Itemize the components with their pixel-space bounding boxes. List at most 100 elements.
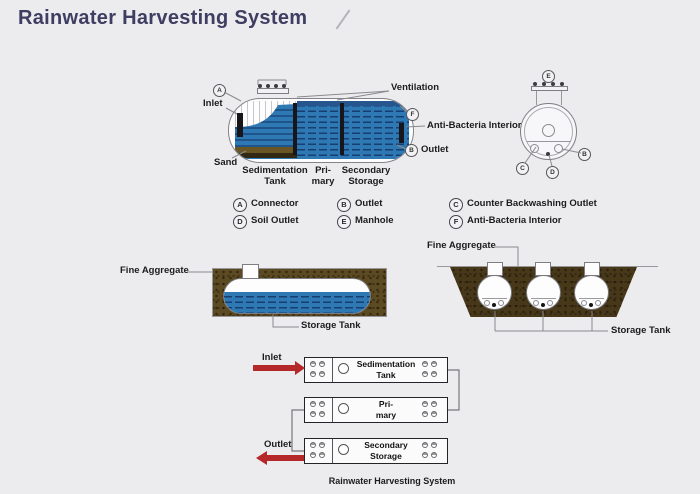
- legend-key: D: [233, 215, 247, 229]
- marker-outlet: B: [405, 144, 418, 157]
- marker-soil-outlet: D: [546, 166, 559, 179]
- title-slash-icon: [335, 9, 351, 30]
- sphere-tank: [526, 275, 561, 310]
- secondary-storage-label: Secondary Storage: [341, 165, 391, 187]
- buried-storage-tank: [223, 278, 371, 314]
- legend-key: F: [449, 215, 463, 229]
- legend-label: Counter Backwashing Outlet: [467, 198, 597, 209]
- fitting-icon: [310, 452, 316, 458]
- bolt-icon: [258, 84, 262, 88]
- sphere-neck: [584, 262, 600, 276]
- marker-connector: A: [213, 84, 226, 97]
- sphere-tank: [574, 275, 609, 310]
- legend-key: C: [449, 198, 463, 212]
- ventilation-label: Ventilation: [391, 82, 440, 93]
- fitting-icon: [422, 411, 428, 417]
- legend-key: B: [337, 198, 351, 212]
- fitting-icon: [431, 411, 437, 417]
- fitting-icon: [310, 371, 316, 377]
- marker-manhole: E: [542, 70, 555, 83]
- bottom-port: [530, 144, 539, 153]
- fitting-icon: [319, 411, 325, 417]
- flow-inlet-label: Inlet: [262, 352, 282, 363]
- anti-bacteria-bar: [399, 123, 404, 143]
- manhole-flange: [531, 86, 568, 91]
- flow-box-sedimentation: Sedimentation Tank: [304, 357, 448, 383]
- sedimentation-tank-label: Sedimentation Tank: [242, 165, 308, 187]
- chord-line: [527, 141, 571, 142]
- connector-flange: [257, 88, 289, 94]
- fitting-icon: [422, 371, 428, 377]
- storage-water: [297, 101, 409, 159]
- page-title: Rainwater Harvesting System: [18, 7, 308, 29]
- fitting-icon: [422, 442, 428, 448]
- divider-bar: [340, 103, 344, 155]
- anti-bacteria-label: Anti-Bacteria Interior: [427, 120, 522, 131]
- port-icon: [338, 403, 349, 414]
- bottom-port: [554, 144, 563, 153]
- fitting-icon: [422, 361, 428, 367]
- divider-bar: [293, 103, 297, 155]
- flow-box-primary: Pri- mary: [304, 397, 448, 423]
- inlet-label: Inlet: [203, 98, 223, 109]
- tank-body: [228, 98, 414, 163]
- sphere-neck: [535, 262, 551, 276]
- bolt-icon: [282, 84, 286, 88]
- fitting-icon: [422, 452, 428, 458]
- fitting-icon: [431, 452, 437, 458]
- port-icon: [338, 444, 349, 455]
- flow-box-label: Secondary Storage: [364, 440, 408, 461]
- fitting-icon: [310, 361, 316, 367]
- inlet-port: [237, 113, 243, 137]
- manhole-riser: [242, 264, 259, 279]
- fitting-icon: [319, 442, 325, 448]
- bolt-icon: [533, 82, 537, 86]
- bolt-icon: [560, 82, 564, 86]
- tank-water: [224, 292, 370, 313]
- fine-aggregate-label: Fine Aggregate: [120, 265, 189, 276]
- legend-key: A: [233, 198, 247, 212]
- sand-layer: [235, 147, 297, 158]
- fitting-icon: [310, 442, 316, 448]
- fitting-icon: [431, 442, 437, 448]
- sand-label: Sand: [214, 157, 238, 168]
- fitting-icon: [422, 401, 428, 407]
- legend-label: Soil Outlet: [251, 215, 299, 226]
- fitting-icon: [310, 401, 316, 407]
- bolt-icon: [274, 84, 278, 88]
- sphere-neck: [487, 262, 503, 276]
- outlet-label: Outlet: [421, 144, 449, 155]
- marker-counter-backwash: C: [516, 162, 529, 175]
- flow-diagram-caption: Rainwater Harvesting System: [328, 476, 456, 486]
- legend-label: Anti-Bacteria Interior: [467, 215, 562, 226]
- legend-key: E: [337, 215, 351, 229]
- soil-outlet-dot: [546, 152, 550, 156]
- sphere-tank: [477, 275, 512, 310]
- sedimentation-water-curve: [235, 104, 297, 159]
- legend-label: Connector: [251, 198, 299, 209]
- center-port: [542, 124, 555, 137]
- fitting-icon: [319, 452, 325, 458]
- port-icon: [338, 363, 349, 374]
- legend-label: Manhole: [355, 215, 394, 226]
- bolt-icon: [542, 82, 546, 86]
- flow-box-label: Pri- mary: [375, 399, 397, 420]
- storage-tank-label: Storage Tank: [611, 325, 671, 336]
- storage-tank-label: Storage Tank: [301, 320, 361, 331]
- outlet-arrow-icon: [256, 451, 304, 465]
- primary-label: Pri- mary: [311, 165, 335, 187]
- fitting-icon: [431, 361, 437, 367]
- legend-label: Outlet: [355, 198, 383, 209]
- fitting-icon: [431, 401, 437, 407]
- flow-box-label: Sedimentation Tank: [356, 359, 416, 380]
- bolt-icon: [551, 82, 555, 86]
- neck-line: [561, 91, 562, 105]
- bolt-icon: [266, 84, 270, 88]
- fitting-icon: [431, 371, 437, 377]
- marker-anti-bacteria: F: [406, 108, 419, 121]
- fine-aggregate-label: Fine Aggregate: [427, 240, 496, 251]
- marker-cross-outlet: B: [578, 148, 591, 161]
- fitting-icon: [310, 411, 316, 417]
- fitting-icon: [319, 401, 325, 407]
